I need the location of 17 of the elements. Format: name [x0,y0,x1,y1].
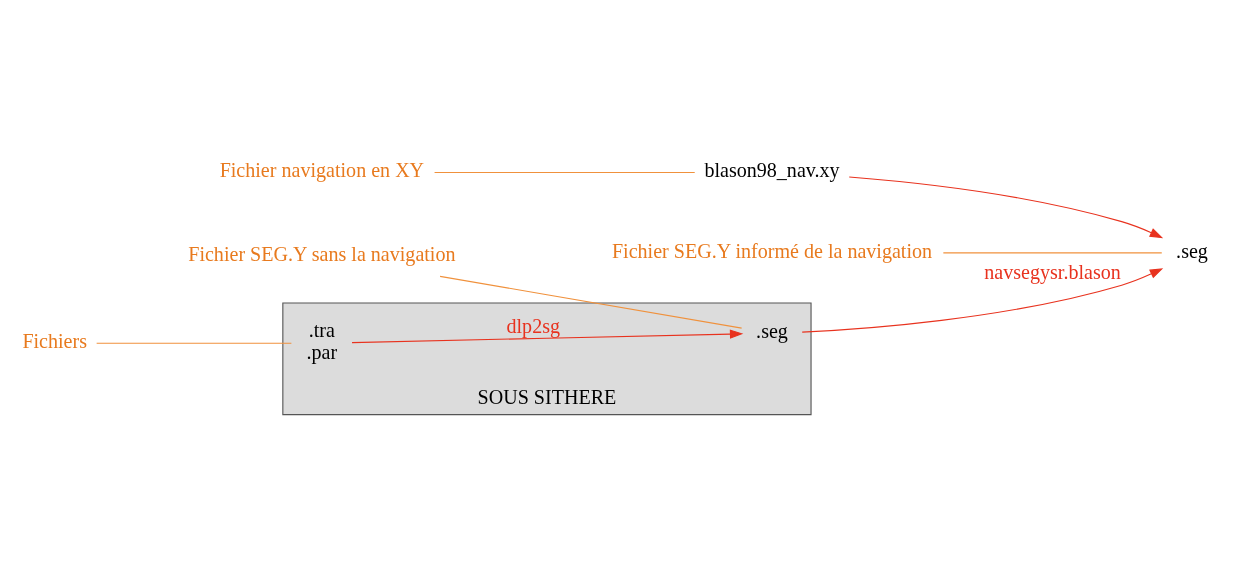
arrow [848,176,1164,239]
node-text: blason98_nav.xy [704,159,840,182]
edge-label: dlp2sg [506,314,561,337]
connector [439,275,743,329]
connector [96,342,292,344]
arrow [801,268,1164,333]
connector [434,172,696,174]
edge-label: navsegysr.blason [984,260,1121,283]
node-text: .tra .par [306,318,338,364]
node-text: Fichier SEG.Y informé de la navigation [611,239,933,262]
node-text: Fichier SEG.Y sans la navigation [188,243,456,266]
node-text: Fichier navigation en XY [219,159,425,182]
arrow [351,329,744,344]
node-text: Fichiers [22,330,88,353]
node-text: .seg [1176,239,1208,262]
node-text: .seg [756,320,788,343]
connector [942,252,1163,254]
